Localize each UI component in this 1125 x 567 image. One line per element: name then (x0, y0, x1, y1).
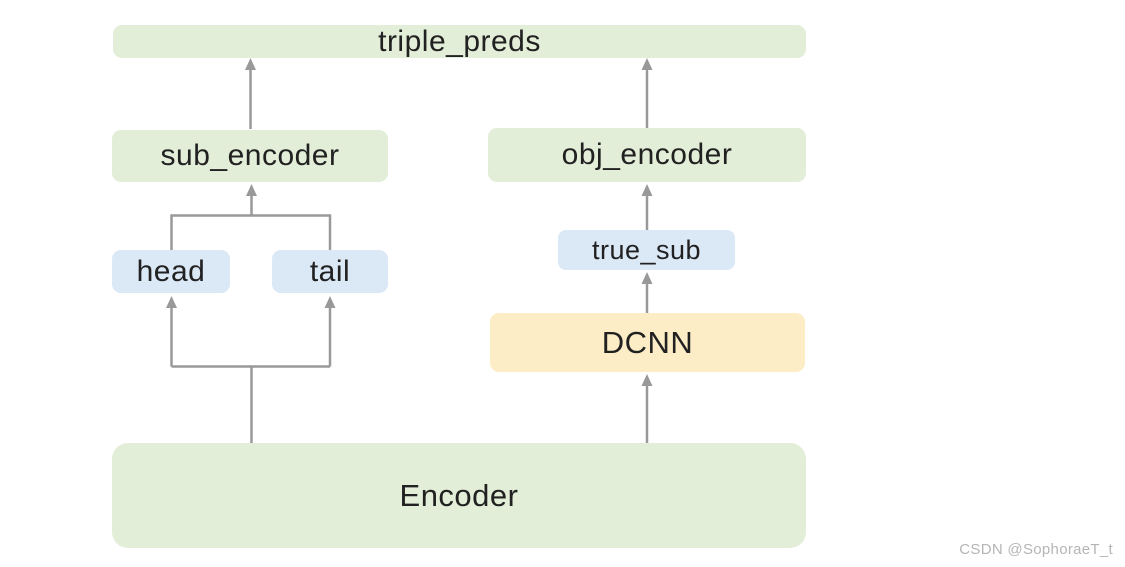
arrow-obj-encoder-to-triple-preds (641, 58, 653, 128)
node-triple-preds: triple_preds (113, 25, 806, 58)
arrow-encoder-to-head-and-tail (166, 296, 336, 445)
arrow-true-sub-to-obj-encoder (641, 184, 653, 230)
node-obj-encoder: obj_encoder (488, 128, 806, 182)
node-sub-encoder: sub_encoder (112, 130, 388, 182)
node-true-sub: true_sub (558, 230, 735, 270)
node-dcnn: DCNN (490, 313, 805, 372)
arrow-sub-encoder-to-triple-preds (245, 58, 256, 129)
arrow-head-tail-to-sub-encoder (170, 184, 332, 250)
arrow-encoder-to-dcnn (641, 374, 653, 443)
node-head: head (112, 250, 230, 293)
node-encoder: Encoder (112, 443, 806, 548)
arrow-dcnn-to-true-sub (641, 272, 653, 313)
node-tail: tail (272, 250, 388, 293)
watermark: CSDN @SophoraeT_t (959, 541, 1113, 558)
